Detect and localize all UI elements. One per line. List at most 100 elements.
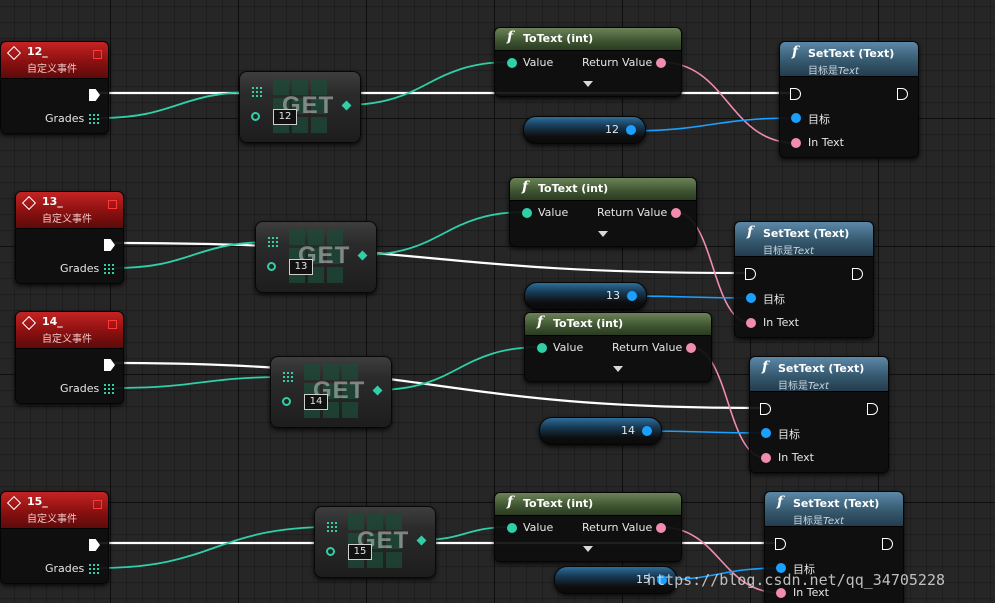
target-pin[interactable] bbox=[776, 563, 786, 573]
array-grid-icon[interactable] bbox=[268, 237, 278, 247]
settext-node-15[interactable]: f SetText (Text) 目标是Text 目标 In Text bbox=[764, 491, 904, 603]
array-grid-icon[interactable] bbox=[283, 372, 293, 382]
delegate-pin-icon[interactable] bbox=[108, 200, 117, 209]
variable-label: 13 bbox=[606, 289, 620, 302]
index-pin-icon[interactable] bbox=[251, 112, 260, 121]
int-wire-2 bbox=[375, 346, 542, 391]
element-out-pin[interactable] bbox=[341, 100, 352, 111]
settext-node-12[interactable]: f SetText (Text) 目标是Text 目标 In Text bbox=[779, 41, 919, 158]
totext-int-node-15[interactable]: f ToText (int) Value Return Value bbox=[494, 492, 682, 562]
array-grid-icon[interactable] bbox=[104, 264, 114, 274]
chevron-down-icon[interactable] bbox=[598, 231, 608, 237]
array-grid-icon[interactable] bbox=[252, 87, 262, 97]
exec-out-pin[interactable] bbox=[104, 239, 115, 251]
variable-out-pin[interactable] bbox=[626, 125, 636, 135]
exec-in-pin[interactable] bbox=[760, 403, 771, 415]
value-in-pin[interactable] bbox=[522, 208, 532, 218]
text-variable-node-14[interactable]: 14 bbox=[539, 417, 662, 445]
text-variable-node-15[interactable]: 15 bbox=[554, 566, 677, 594]
settext-subtitle: 目标是Text bbox=[808, 66, 859, 77]
return-value-pin[interactable] bbox=[656, 58, 666, 68]
value-in-pin[interactable] bbox=[507, 58, 517, 68]
array-get-node-15[interactable]: GET 15 bbox=[314, 506, 436, 578]
array-get-node-14[interactable]: GET 14 bbox=[270, 356, 392, 428]
in-text-pin[interactable] bbox=[746, 318, 756, 328]
in-text-label: In Text bbox=[808, 136, 844, 149]
exec-in-pin[interactable] bbox=[775, 538, 786, 550]
totext-int-node-12[interactable]: f ToText (int) Value Return Value bbox=[494, 27, 682, 97]
in-text-pin[interactable] bbox=[761, 453, 771, 463]
return-value-label: Return Value bbox=[612, 341, 683, 354]
variable-out-pin[interactable] bbox=[657, 575, 667, 585]
totext-title: ToText (int) bbox=[538, 182, 609, 195]
delegate-pin-icon[interactable] bbox=[93, 50, 102, 59]
array-get-node-12[interactable]: GET 12 bbox=[239, 71, 361, 143]
index-input[interactable]: 14 bbox=[304, 394, 328, 410]
custom-event-node-12[interactable]: 12_ 自定义事件 Grades bbox=[0, 41, 109, 134]
chevron-down-icon[interactable] bbox=[583, 81, 593, 87]
in-text-pin[interactable] bbox=[776, 588, 786, 598]
totext-int-node-14[interactable]: f ToText (int) Value Return Value bbox=[524, 312, 712, 382]
return-value-label: Return Value bbox=[582, 56, 653, 69]
event-diamond-icon bbox=[6, 45, 22, 61]
exec-out-pin[interactable] bbox=[897, 88, 908, 100]
target-pin[interactable] bbox=[761, 428, 771, 438]
event-subtitle: 自定义事件 bbox=[42, 214, 92, 225]
array-grid-icon[interactable] bbox=[89, 564, 99, 574]
array-get-node-13[interactable]: GET 13 bbox=[255, 221, 377, 293]
text-variable-node-13[interactable]: 13 bbox=[524, 282, 647, 310]
index-pin-icon[interactable] bbox=[326, 547, 335, 556]
index-pin-icon[interactable] bbox=[282, 397, 291, 406]
exec-out-pin[interactable] bbox=[867, 403, 878, 415]
variable-label: 14 bbox=[621, 424, 635, 437]
target-pin[interactable] bbox=[791, 113, 801, 123]
get-background-grid bbox=[273, 79, 327, 133]
element-out-pin[interactable] bbox=[372, 385, 383, 396]
event-title: 12_ bbox=[27, 45, 48, 58]
delegate-pin-icon[interactable] bbox=[108, 320, 117, 329]
delegate-pin-icon[interactable] bbox=[93, 500, 102, 509]
return-value-pin[interactable] bbox=[656, 523, 666, 533]
return-value-label: Return Value bbox=[582, 521, 653, 534]
settext-node-13[interactable]: f SetText (Text) 目标是Text 目标 In Text bbox=[734, 221, 874, 338]
array-grid-icon[interactable] bbox=[327, 522, 337, 532]
object-wire-0 bbox=[625, 117, 797, 132]
event-subtitle: 自定义事件 bbox=[27, 64, 77, 75]
exec-out-pin[interactable] bbox=[89, 89, 100, 101]
return-value-pin[interactable] bbox=[671, 208, 681, 218]
grades-pin-label: Grades bbox=[60, 262, 100, 275]
variable-out-pin[interactable] bbox=[642, 426, 652, 436]
exec-in-pin[interactable] bbox=[790, 88, 801, 100]
totext-int-node-13[interactable]: f ToText (int) Value Return Value bbox=[509, 177, 697, 247]
custom-event-node-13[interactable]: 13_ 自定义事件 Grades bbox=[15, 191, 124, 284]
exec-out-pin[interactable] bbox=[882, 538, 893, 550]
return-value-pin[interactable] bbox=[686, 343, 696, 353]
element-out-pin[interactable] bbox=[416, 535, 427, 546]
target-pin[interactable] bbox=[746, 293, 756, 303]
in-text-pin[interactable] bbox=[791, 138, 801, 148]
text-variable-node-12[interactable]: 12 bbox=[523, 116, 646, 144]
settext-node-14[interactable]: f SetText (Text) 目标是Text 目标 In Text bbox=[749, 356, 889, 473]
exec-out-pin[interactable] bbox=[852, 268, 863, 280]
array-grid-icon[interactable] bbox=[104, 384, 114, 394]
exec-out-pin[interactable] bbox=[104, 359, 115, 371]
custom-event-node-14[interactable]: 14_ 自定义事件 Grades bbox=[15, 311, 124, 404]
array-grid-icon[interactable] bbox=[89, 114, 99, 124]
exec-out-pin[interactable] bbox=[89, 539, 100, 551]
index-input[interactable]: 13 bbox=[289, 259, 313, 275]
chevron-down-icon[interactable] bbox=[613, 366, 623, 372]
index-pin-icon[interactable] bbox=[267, 262, 276, 271]
index-input[interactable]: 12 bbox=[273, 109, 297, 125]
variable-out-pin[interactable] bbox=[627, 291, 637, 301]
value-in-pin[interactable] bbox=[507, 523, 517, 533]
event-diamond-icon bbox=[21, 315, 37, 331]
element-out-pin[interactable] bbox=[357, 250, 368, 261]
exec-in-pin[interactable] bbox=[745, 268, 756, 280]
custom-event-node-15[interactable]: 15_ 自定义事件 Grades bbox=[0, 491, 109, 584]
totext-title: ToText (int) bbox=[523, 32, 594, 45]
variable-label: 12 bbox=[605, 123, 619, 136]
index-input[interactable]: 15 bbox=[348, 544, 372, 560]
chevron-down-icon[interactable] bbox=[583, 546, 593, 552]
value-in-pin[interactable] bbox=[537, 343, 547, 353]
event-title: 15_ bbox=[27, 495, 48, 508]
